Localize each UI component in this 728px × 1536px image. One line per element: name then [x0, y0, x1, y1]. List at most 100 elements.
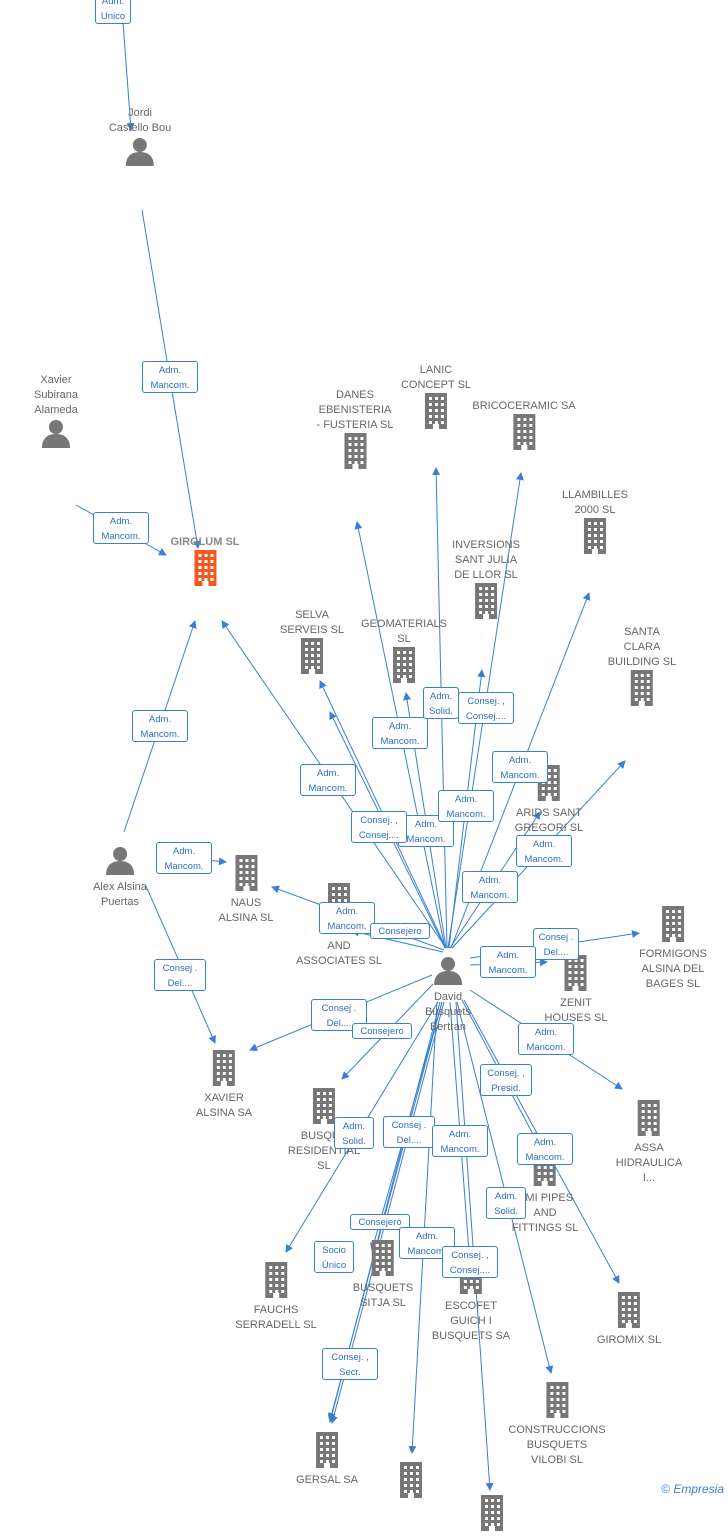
relation-label[interactable]: Adm.Mancom.: [156, 842, 212, 874]
relation-label[interactable]: Consej. ,Consej....: [442, 1246, 498, 1278]
relation-label[interactable]: Adm.Mancom.: [132, 710, 188, 742]
relation-label[interactable]: Adm.Mancom.: [432, 1125, 488, 1157]
node-label-line: LLAMBILLES: [561, 489, 629, 501]
node-label-line: OMI PIPES: [516, 1192, 574, 1204]
building-icon: [471, 583, 501, 624]
relation-label-line: Presid.: [491, 1083, 521, 1094]
relation-label-line: Consej .: [162, 963, 198, 974]
building-icon: [368, 1240, 398, 1281]
relation-label[interactable]: Consejero: [370, 923, 430, 939]
relation-label[interactable]: Consej. ,Secr.: [322, 1348, 378, 1380]
relation-label-line: Consejero: [360, 1026, 404, 1037]
building-icon: [421, 393, 451, 434]
relation-label-line: Consej. ,: [360, 815, 398, 826]
building-icon: [209, 1050, 239, 1091]
person-icon: [433, 955, 463, 990]
relation-label-line: Mancom.: [380, 736, 420, 747]
relation-label[interactable]: Consej .Del....: [154, 959, 206, 991]
node-label-line: FORMIGONS: [639, 948, 707, 960]
relation-label-line: Adm.: [494, 1191, 518, 1202]
relation-label[interactable]: Adm.Mancom.: [518, 1023, 574, 1055]
building-icon: [658, 906, 688, 947]
relation-label-line: Mancom.: [488, 965, 528, 976]
relation-label[interactable]: Adm.Unico: [95, 0, 131, 24]
company-gersal-sa[interactable]: GERSAL SA: [296, 1432, 358, 1488]
building-icon: [312, 1432, 342, 1473]
empresia-logo: © Empresia: [661, 1482, 724, 1496]
company-unlabeled-company-2[interactable]: [477, 1495, 507, 1536]
node-label-line: Castello Bou: [108, 122, 172, 134]
building-icon: [231, 855, 261, 896]
relation-label-line: Mancom.: [470, 890, 510, 901]
company-girolum-sl[interactable]: GIROLUM SL: [170, 535, 240, 591]
relation-label-line: Consejero: [378, 926, 422, 937]
node-label-line: SERRADELL SL: [235, 1319, 317, 1331]
node-label-line: CLARA: [623, 641, 661, 653]
node-label-line: SELVA: [295, 609, 329, 621]
building-icon: [542, 1382, 572, 1423]
relation-label[interactable]: Adm.Mancom.: [492, 751, 548, 783]
node-label-line: HIDRAULICA: [615, 1157, 683, 1169]
relation-label[interactable]: Consejero: [352, 1023, 412, 1039]
node-label-line: CONCEPT SL: [400, 379, 472, 391]
relation-label[interactable]: Consej. ,Presid.: [480, 1064, 532, 1096]
relation-label[interactable]: Adm.Mancom.: [517, 1133, 573, 1165]
relation-label[interactable]: Consej. ,Consej....: [458, 692, 514, 724]
relation-label[interactable]: Consej .Del....: [533, 928, 579, 960]
relation-label-line: Adm.: [172, 846, 196, 857]
company-giromix-sl[interactable]: GIROMIX SL: [597, 1292, 661, 1348]
relation-label-line: Mancom.: [524, 854, 564, 865]
relation-label[interactable]: Adm.Solid.: [486, 1187, 526, 1219]
company-bricoceramic-sa[interactable]: BRICOCERAMIC SA: [472, 399, 576, 455]
node-label-line: SANT JULIA: [454, 554, 518, 566]
relation-label[interactable]: Adm.Mancom.: [372, 717, 428, 749]
relation-label[interactable]: Adm.Mancom.: [516, 835, 572, 867]
relation-label[interactable]: Adm.Mancom.: [399, 1227, 455, 1259]
relation-label[interactable]: Adm.Mancom.: [300, 764, 356, 796]
relation-label[interactable]: Adm.Solid.: [334, 1117, 374, 1149]
node-label-line: FITTINGS SL: [511, 1222, 579, 1234]
relation-label[interactable]: Adm.Mancom.: [480, 946, 536, 978]
relation-label[interactable]: Adm. Mancom.: [319, 902, 375, 934]
relation-label-line: Adm.: [335, 906, 359, 917]
relation-label[interactable]: Adm. Mancom.: [462, 871, 518, 903]
node-label-line: BUSQUETS SA: [431, 1330, 511, 1342]
relation-label[interactable]: Consejero: [350, 1214, 410, 1230]
relation-label[interactable]: Adm.Mancom.: [93, 512, 149, 544]
relation-label[interactable]: Adm.Mancom.: [438, 790, 494, 822]
relation-label-line: Mancom.: [327, 921, 367, 932]
company-unlabeled-company-1[interactable]: [396, 1462, 426, 1503]
relation-label[interactable]: Adm.Mancom.: [142, 361, 198, 393]
relation-label-line: Consej. ,: [451, 1250, 489, 1261]
relation-label-line: Adm.: [478, 875, 502, 886]
relation-label[interactable]: Consej. ,Consej....: [351, 811, 407, 843]
node-label-line: GIROLUM SL: [170, 536, 240, 548]
relation-label[interactable]: Adm.Solid.: [423, 687, 459, 719]
relation-label[interactable]: Consej .Del....: [383, 1116, 435, 1148]
